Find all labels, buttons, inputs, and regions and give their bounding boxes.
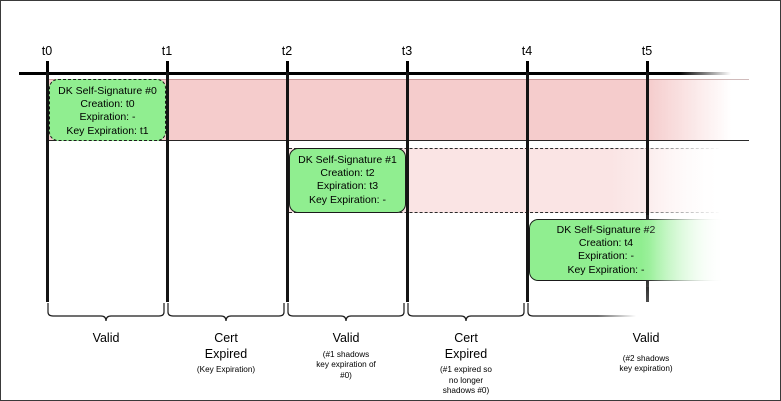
- tick-label-t4: t4: [521, 44, 533, 58]
- signature-box-2: DK Self-Signature #2 Creation: t4 Expira…: [529, 219, 729, 281]
- signature-0-creation: Creation: t0: [80, 98, 135, 111]
- brace-period-valid-2: [286, 303, 406, 325]
- brace-period-valid-3: [526, 303, 731, 325]
- period-valid-1-title: Valid: [92, 331, 120, 345]
- period-label-valid-2: Valid (#1 shadows key expiration of #0): [286, 331, 406, 381]
- period-cert-expired-1-title-line2: Expired: [204, 346, 248, 361]
- period-cert-expired-2-note-line2: no longer: [448, 375, 484, 385]
- signature-1-expiration: Expiration: t3: [316, 180, 379, 193]
- period-cert-expired-2-note-line3: shadows #0): [442, 386, 490, 395]
- tick-label-t0: t0: [41, 44, 53, 58]
- brace-period-cert-expired-1: [166, 303, 286, 325]
- period-cert-expired-2-note-line1: (#1 expired so: [440, 365, 492, 374]
- period-valid-2-note-line1: (#1 shadows: [322, 349, 370, 359]
- period-cert-expired-2-title-line1: Cert: [454, 331, 478, 345]
- period-valid-2-note-line2: key expiration of: [316, 360, 376, 369]
- signature-1-key-expiration: Key Expiration: -: [308, 193, 387, 206]
- divider-line-t4: [526, 72, 529, 302]
- period-label-cert-expired-2: Cert Expired (#1 expired so no longer sh…: [406, 331, 526, 397]
- signature-0-title: DK Self-Signature #0: [58, 85, 157, 97]
- period-cert-expired-1-title-line1: Cert: [214, 331, 238, 345]
- period-cert-expired-2-title-line2: Expired: [444, 346, 488, 361]
- signature-box-0: DK Self-Signature #0 Creation: t0 Expira…: [49, 79, 166, 141]
- period-label-cert-expired-1: Cert Expired (Key Expiration): [166, 331, 286, 376]
- signature-2-title: DK Self-Signature #2: [556, 224, 656, 236]
- brace-period-cert-expired-2: [406, 303, 526, 325]
- brace-period-valid-1: [46, 303, 166, 325]
- divider-line-t2: [286, 72, 289, 302]
- divider-line-t5: [646, 72, 649, 302]
- signature-1-title: DK Self-Signature #1: [298, 154, 397, 166]
- period-valid-2-note-line3: #0): [340, 370, 352, 380]
- divider-line-t0: [46, 72, 49, 302]
- signature-0-expiration: Expiration: -: [79, 111, 136, 124]
- timeline-axis: [19, 72, 731, 75]
- period-valid-3-title: Valid: [632, 331, 660, 345]
- period-valid-3-note-line1: (#2 shadows: [622, 353, 670, 363]
- signature-1-creation: Creation: t2: [320, 167, 375, 180]
- period-valid-3-note-line2: key expiration): [619, 364, 673, 373]
- period-label-valid-1: Valid: [46, 331, 166, 347]
- tick-label-t5: t5: [641, 44, 653, 58]
- divider-line-t3: [406, 72, 409, 302]
- period-label-valid-3: Valid (#2 shadows key expiration): [526, 331, 766, 375]
- signature-0-key-expiration: Key Expiration: t1: [66, 124, 149, 137]
- signature-2-expiration: Expiration: -: [577, 250, 635, 263]
- signature-box-1: DK Self-Signature #1 Creation: t2 Expira…: [289, 148, 406, 213]
- divider-line-t1: [166, 72, 169, 302]
- tick-label-t1: t1: [161, 44, 173, 58]
- tick-label-t3: t3: [401, 44, 413, 58]
- period-cert-expired-1-note: (Key Expiration): [196, 365, 256, 374]
- signature-2-key-expiration: Key Expiration: -: [567, 263, 645, 276]
- tick-label-t2: t2: [281, 44, 293, 58]
- signature-2-creation: Creation: t4: [578, 237, 634, 250]
- period-valid-2-title: Valid: [332, 331, 360, 345]
